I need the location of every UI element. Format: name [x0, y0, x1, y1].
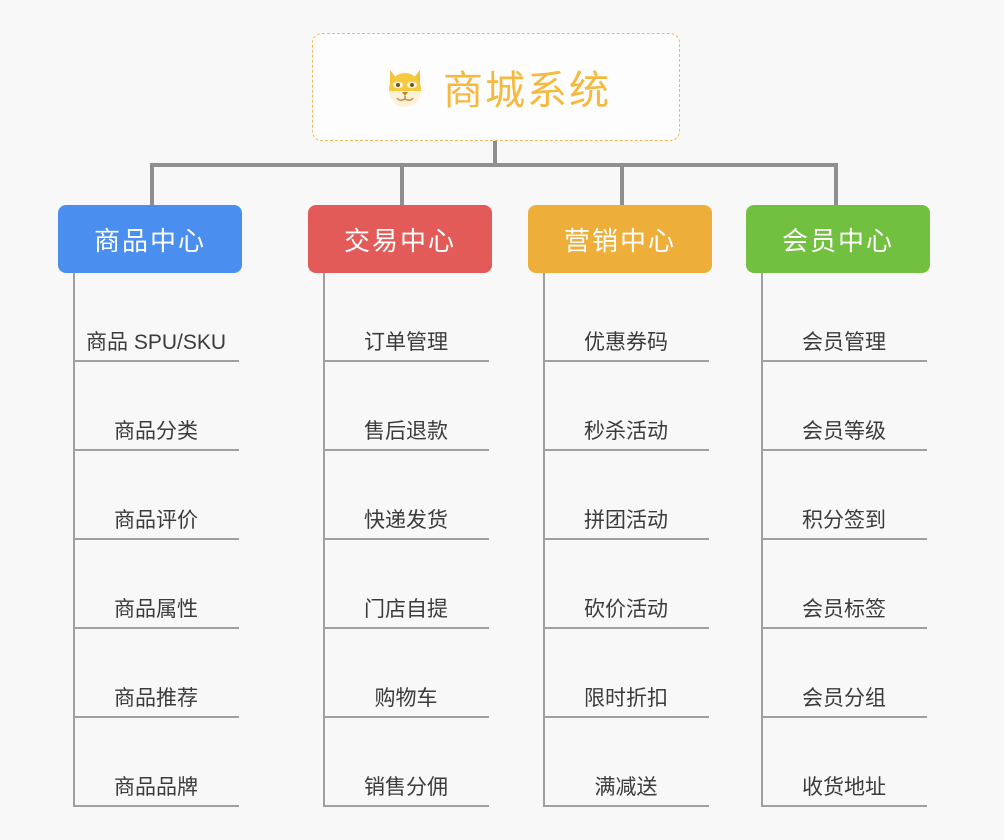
category-label-4: 会员中心 [781, 225, 894, 256]
leaf-column-1: 商品 SPU/SKU 商品分类 商品评价 商品属性 商品推荐 商品品牌 [62, 273, 248, 813]
leaf-item[interactable]: 门店自提 [323, 540, 489, 629]
leaf-column-2: 订单管理 售后退款 快递发货 门店自提 购物车 销售分佣 [312, 273, 498, 813]
connector-drop-2 [400, 163, 404, 205]
leaf-item[interactable]: 商品分类 [73, 362, 239, 451]
leaf-item[interactable]: 秒杀活动 [543, 362, 709, 451]
leaf-item[interactable]: 商品 SPU/SKU [73, 273, 239, 362]
leaf-label: 商品分类 [114, 419, 198, 443]
leaf-item[interactable]: 积分签到 [761, 451, 927, 540]
connector-horizontal-bus [150, 163, 838, 167]
leaf-label: 商品推荐 [114, 686, 198, 710]
category-node-3[interactable]: 营销中心 [528, 205, 712, 273]
category-label-2: 交易中心 [343, 225, 456, 256]
leaf-label: 快递发货 [364, 508, 448, 532]
leaf-item[interactable]: 会员管理 [761, 273, 927, 362]
root-title: 商城系统 [443, 69, 611, 113]
category-node-1[interactable]: 商品中心 [58, 205, 242, 273]
leaf-item[interactable]: 拼团活动 [543, 451, 709, 540]
dog-face-icon [381, 63, 429, 111]
leaf-item[interactable]: 购物车 [323, 629, 489, 718]
leaf-label: 拼团活动 [584, 508, 668, 532]
leaf-label: 秒杀活动 [584, 419, 668, 443]
leaf-item[interactable]: 会员等级 [761, 362, 927, 451]
leaf-label: 销售分佣 [364, 775, 448, 799]
leaf-item[interactable]: 快递发货 [323, 451, 489, 540]
category-node-4[interactable]: 会员中心 [746, 205, 930, 273]
connector-drop-1 [150, 163, 154, 205]
leaf-item[interactable]: 订单管理 [323, 273, 489, 362]
leaf-label: 购物车 [374, 686, 438, 710]
leaf-item[interactable]: 商品品牌 [73, 718, 239, 807]
leaf-label: 积分签到 [802, 508, 886, 532]
leaf-label: 商品评价 [114, 508, 198, 532]
leaf-item[interactable]: 商品评价 [73, 451, 239, 540]
leaf-item[interactable]: 砍价活动 [543, 540, 709, 629]
root-node[interactable]: 商城系统 [312, 33, 680, 141]
leaf-label: 商品 SPU/SKU [85, 330, 227, 354]
leaf-label: 售后退款 [364, 419, 448, 443]
leaf-item[interactable]: 限时折扣 [543, 629, 709, 718]
leaf-label: 商品品牌 [114, 775, 198, 799]
connector-drop-4 [834, 163, 838, 205]
leaf-label: 优惠券码 [584, 330, 668, 354]
leaf-label: 满减送 [594, 775, 658, 799]
category-node-2[interactable]: 交易中心 [308, 205, 492, 273]
leaf-label: 收货地址 [802, 775, 886, 799]
leaf-item[interactable]: 会员分组 [761, 629, 927, 718]
leaf-column-3: 优惠券码 秒杀活动 拼团活动 砍价活动 限时折扣 满减送 [532, 273, 718, 813]
connector-root-stem [493, 141, 497, 165]
leaf-item[interactable]: 收货地址 [761, 718, 927, 807]
leaf-item[interactable]: 满减送 [543, 718, 709, 807]
leaf-item[interactable]: 会员标签 [761, 540, 927, 629]
leaf-label: 门店自提 [364, 597, 448, 621]
leaf-label: 会员管理 [802, 330, 886, 354]
leaf-label: 砍价活动 [584, 597, 668, 621]
leaf-item[interactable]: 优惠券码 [543, 273, 709, 362]
leaf-item[interactable]: 销售分佣 [323, 718, 489, 807]
leaf-item[interactable]: 商品属性 [73, 540, 239, 629]
leaf-label: 限时折扣 [584, 686, 668, 710]
category-label-1: 商品中心 [93, 225, 206, 256]
leaf-label: 会员等级 [802, 419, 886, 443]
leaf-item[interactable]: 售后退款 [323, 362, 489, 451]
leaf-label: 订单管理 [364, 330, 448, 354]
category-label-3: 营销中心 [563, 225, 676, 256]
leaf-label: 会员分组 [802, 686, 886, 710]
leaf-label: 商品属性 [114, 597, 198, 621]
leaf-column-4: 会员管理 会员等级 积分签到 会员标签 会员分组 收货地址 [750, 273, 936, 813]
leaf-label: 会员标签 [802, 597, 886, 621]
connector-drop-3 [620, 163, 624, 205]
leaf-item[interactable]: 商品推荐 [73, 629, 239, 718]
